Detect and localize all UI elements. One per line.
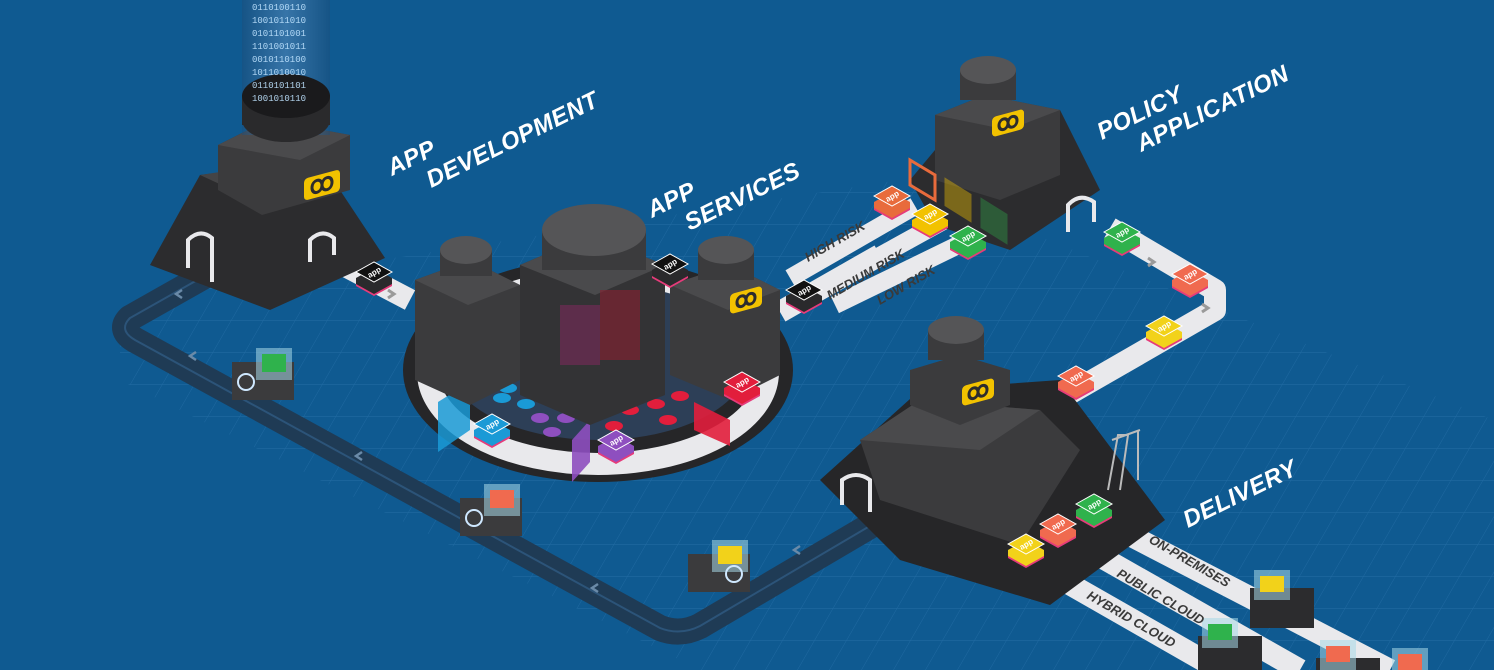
app-tag-cube: app [472, 413, 512, 448]
truck [1198, 618, 1262, 670]
purple-filter-panel [572, 420, 590, 482]
app-tag-cube: app [948, 225, 988, 260]
app-tag-cube: app [1170, 263, 1210, 298]
app-tag-cube: app [1006, 533, 1046, 568]
red-filter-panel [694, 402, 730, 446]
delivery-trucks [1198, 570, 1428, 670]
cart [688, 540, 750, 592]
app-tags: appappappappappappappappappappappappappa… [354, 185, 1210, 568]
track-chevrons [173, 288, 801, 594]
app-services-buildings [415, 204, 780, 425]
label-policy-application: POLICY APPLICATION [1093, 60, 1294, 158]
infinity-logo-icon [962, 378, 994, 406]
app-tag-cube: app [784, 279, 824, 314]
delivery-building [820, 316, 1165, 605]
app-tag-cube: app [910, 203, 950, 238]
app-tag-cube: app [722, 371, 762, 406]
app-tag-cube: app [650, 253, 690, 288]
app-tag-cube: app [354, 261, 394, 296]
truck [1250, 570, 1314, 628]
infinity-logo-icon [992, 109, 1024, 137]
infinity-logo-icon [730, 286, 762, 314]
track-carts [232, 348, 750, 592]
app-tag-cube: app [1144, 315, 1184, 350]
app-tag-cube: app [1102, 221, 1142, 256]
app-tag-cube: app [1074, 493, 1114, 528]
cart [460, 484, 522, 536]
app-development-building [150, 0, 385, 310]
app-tag-cube: app [872, 185, 912, 220]
truck [1392, 648, 1428, 670]
label-app-development-line2: DEVELOPMENT [422, 86, 605, 194]
app-tag-cube: app [1056, 365, 1096, 400]
label-app-development: APP DEVELOPMENT [382, 86, 605, 194]
app-tag-cube: app [596, 429, 636, 464]
cart [232, 348, 294, 400]
app-tag-cube: app [1038, 513, 1078, 548]
policy-application-building [908, 56, 1100, 250]
truck [1316, 640, 1380, 670]
infinity-logo-icon [304, 170, 340, 200]
